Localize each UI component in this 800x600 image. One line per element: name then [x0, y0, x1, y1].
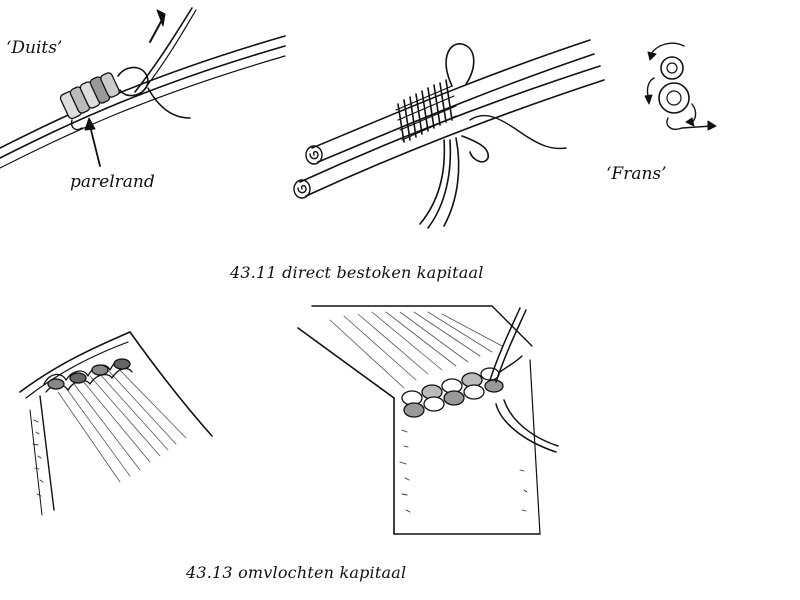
- caption-direct-bestoken: 43.11 direct bestoken kapitaal: [230, 263, 484, 282]
- label-duits: ‘Duits’: [6, 38, 62, 58]
- frans-rotation-diagram: [645, 43, 716, 130]
- omvlochten-left-drawing: [20, 332, 212, 515]
- thread-right: [490, 308, 558, 452]
- caption-omvlochten: 43.13 omvlochten kapitaal: [186, 563, 406, 582]
- label-frans: ‘Frans’: [606, 164, 667, 184]
- frans-drawing: [294, 0, 604, 228]
- headband-braid-right: [402, 356, 522, 417]
- omvlochten-right-drawing: [298, 306, 558, 534]
- label-parelrand: parelrand: [70, 172, 155, 192]
- side-hatching-left: [33, 420, 43, 496]
- parelrand-pointer: [85, 118, 100, 166]
- hanging-threads: [420, 116, 566, 228]
- duits-drawing: [0, 8, 285, 168]
- thread-arrow-up: [135, 8, 196, 95]
- side-hatching-right: [400, 430, 527, 512]
